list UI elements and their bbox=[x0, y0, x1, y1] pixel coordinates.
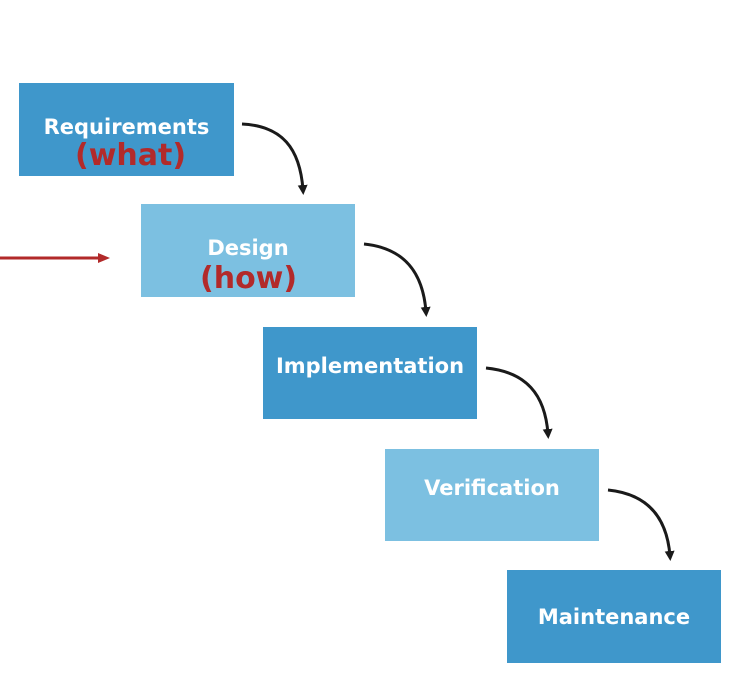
design-annotation: (how) bbox=[200, 261, 298, 296]
stage-maintenance: Maintenance bbox=[507, 570, 721, 663]
stage-verification-label: Verification bbox=[424, 476, 560, 500]
stage-maintenance-label: Maintenance bbox=[537, 604, 691, 629]
stage-design: Design bbox=[141, 204, 355, 297]
stage-implementation: Implementation bbox=[263, 327, 477, 419]
flow-arrow-verification-to-maintenance bbox=[607, 488, 675, 561]
flow-arrow-requirements-to-design bbox=[241, 122, 308, 195]
flow-arrow-implementation-to-verification bbox=[485, 366, 553, 439]
stage-requirements: Requirements bbox=[19, 83, 234, 176]
requirements-annotation: (what) bbox=[75, 138, 187, 173]
stage-implementation-label: Implementation bbox=[275, 354, 465, 378]
stage-verification: Verification bbox=[385, 449, 599, 541]
stage-requirements-label: Requirements bbox=[43, 114, 210, 139]
stage-design-label: Design bbox=[207, 235, 289, 260]
flow-arrow-design-to-implementation bbox=[363, 242, 431, 317]
